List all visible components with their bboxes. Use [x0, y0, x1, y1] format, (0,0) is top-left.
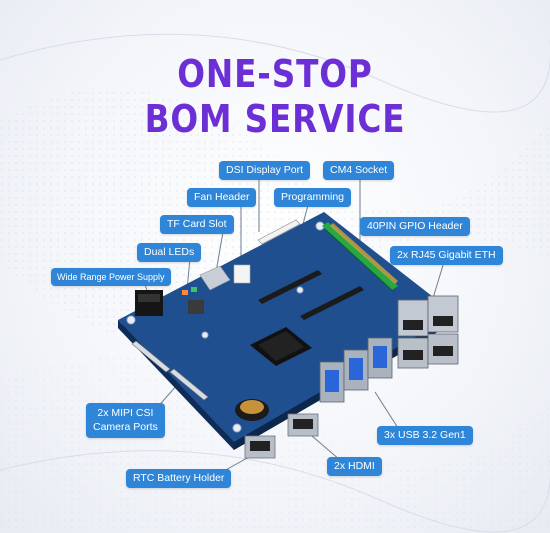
callout-tf-card-slot: TF Card Slot	[160, 215, 234, 234]
callout-2x-hdmi: 2x HDMI	[327, 457, 382, 476]
callout-wide-range-power-supply: Wide Range Power Supply	[51, 268, 171, 286]
headline-line-2: BOM SERVICE	[144, 97, 406, 141]
callout-rtc-battery-holder: RTC Battery Holder	[126, 469, 232, 488]
callout-mipi-csi-camera-ports: 2x MIPI CSI Camera Ports	[86, 403, 165, 438]
callout-40pin-gpio-header: 40PIN GPIO Header	[360, 217, 470, 236]
callout-dual-leds: Dual LEDs	[137, 243, 202, 262]
callout-mipi-line-2: Camera Ports	[93, 421, 158, 433]
headline-line-1: ONE-STOP	[177, 52, 373, 96]
callout-fan-header: Fan Header	[187, 188, 257, 207]
callout-rj45-gigabit-eth: 2x RJ45 Gigabit ETH	[390, 246, 503, 265]
callout-mipi-line-1: 2x MIPI CSI	[97, 407, 154, 419]
callout-dsi-display-port: DSI Display Port	[219, 161, 311, 180]
callout-cm4-socket: CM4 Socket	[323, 161, 395, 180]
callout-usb-3-2-gen1: 3x USB 3.2 Gen1	[377, 426, 473, 445]
callout-programming: Programming	[274, 188, 352, 207]
